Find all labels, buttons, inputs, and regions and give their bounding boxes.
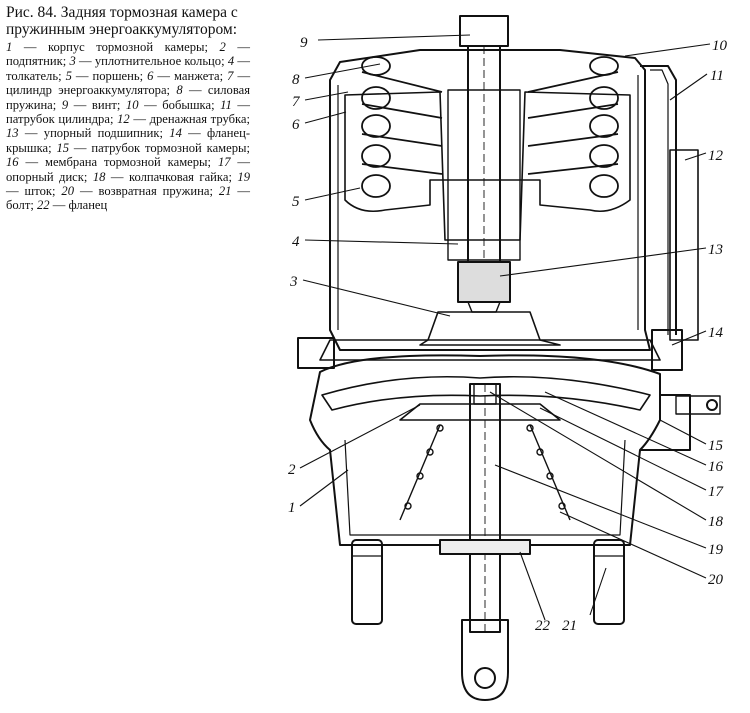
callout-5: 5: [292, 194, 300, 210]
callout-4: 4: [292, 234, 300, 250]
legend-number: 12: [117, 112, 130, 127]
legend-text: силовая пружина: [6, 83, 250, 112]
legend-number: 17: [217, 155, 231, 170]
legend-text: опорный диск: [6, 169, 84, 184]
brake-chamber-housing: [309, 354, 661, 546]
release-screw: [459, 15, 509, 47]
callout-6: 6: [292, 117, 300, 133]
legend-number: 3: [69, 54, 76, 69]
legend-number: 16: [6, 155, 19, 170]
legend-number: 14: [169, 126, 182, 141]
callout-11: 11: [710, 68, 724, 84]
figure-caption: Рис. 84. Задняя тормозная камера с пружи…: [6, 4, 250, 213]
clevis: [461, 619, 509, 701]
support-disc: [399, 403, 561, 421]
accumulator-cylinder: [329, 49, 651, 351]
power-spring-right: [527, 56, 619, 198]
callout-13: 13: [708, 242, 723, 258]
legend-number: 7: [227, 68, 234, 83]
callout-21: 21: [562, 618, 577, 634]
legend-text: упорный подшипник: [43, 126, 160, 141]
legend-text: шток: [24, 184, 52, 199]
legend-number: 2: [219, 40, 226, 54]
callout-7: 7: [292, 94, 301, 110]
legend-text: колпачковая гайка: [128, 169, 229, 184]
legend-number: 19: [237, 169, 250, 184]
mounting-bolt-left: [351, 539, 383, 625]
callout-20: 20: [708, 572, 724, 588]
legend-number: 5: [65, 68, 72, 83]
callout-12: 12: [708, 148, 724, 164]
legend-number: 9: [61, 97, 69, 112]
legend-number: 10: [125, 97, 139, 112]
chamber-pipe: [640, 394, 691, 451]
legend-text: бобышка: [162, 97, 212, 112]
callout-10: 10: [712, 38, 728, 54]
cylinder-inner-wall: [337, 75, 639, 330]
cap-nut: [473, 383, 497, 405]
thrust-bearing: [457, 261, 511, 303]
callout-16: 16: [708, 459, 724, 475]
legend-number: 21: [218, 184, 232, 199]
legend-text: поршень: [92, 68, 140, 83]
callout-3: 3: [289, 274, 298, 290]
legend-text: болт: [6, 198, 31, 213]
callout-15: 15: [708, 438, 724, 454]
drainage-tube: [669, 149, 699, 341]
legend-number: 1: [6, 40, 13, 54]
cylinder-inlet-boss: [297, 337, 335, 369]
intermediate-flange: [319, 339, 661, 361]
callout-18: 18: [708, 514, 724, 530]
mounting-bolt-right: [593, 539, 625, 625]
callout-22: 22: [535, 618, 551, 634]
legend-text: патрубок тормозной камеры: [91, 140, 247, 155]
cylinder-pipe: [640, 65, 677, 335]
callout-8: 8: [292, 72, 300, 88]
legend-text: толкатель: [6, 68, 59, 83]
callout-9: 9: [300, 35, 308, 51]
legend-text: мембрана тормозной камеры: [44, 155, 208, 170]
power-spring-left: [361, 56, 443, 198]
legend-text: подпятник: [6, 54, 63, 69]
legend-number: 15: [56, 140, 70, 155]
legend-text: возвратная пружина: [98, 184, 210, 199]
legend-number: 20: [61, 184, 75, 199]
pusher-body: [447, 89, 521, 261]
legend-number: 4: [227, 54, 235, 69]
callout-2: 2: [288, 462, 296, 478]
piston: [344, 91, 631, 241]
legend-number: 8: [176, 83, 183, 98]
callout-1: 1: [288, 500, 296, 516]
callout-19: 19: [708, 542, 724, 558]
legend-text: манжета: [174, 68, 220, 83]
legend-text: патрубок цилиндра: [6, 112, 110, 127]
legend-text: фланец: [68, 198, 108, 213]
legend-text: цилиндр энергоаккумулятора: [6, 83, 167, 98]
legend-number: 6: [147, 68, 154, 83]
legend-text: дренажная трубка: [149, 112, 247, 127]
caption-legend: 1 — корпус тормозной камеры; 2 — подпятн…: [6, 40, 251, 213]
legend-number: 22: [36, 198, 50, 213]
legend-text: корпус тормозной камеры: [48, 40, 205, 54]
diaphragm: [321, 375, 651, 411]
legend-number: 11: [220, 97, 232, 112]
flange-cover: [651, 329, 683, 371]
legend-number: 13: [6, 126, 19, 141]
legend-text: винт: [91, 97, 117, 112]
callout-14: 14: [708, 325, 724, 341]
callout-17: 17: [708, 484, 725, 500]
bottom-flange: [439, 539, 531, 555]
return-spring: [399, 424, 571, 521]
legend-text: фланец-крышка: [6, 126, 251, 155]
legend-text: уплотнительное кольцо: [94, 54, 222, 69]
legend-number: 18: [92, 169, 106, 184]
caption-title: Рис. 84. Задняя тормозная камера с пружи…: [6, 4, 238, 38]
